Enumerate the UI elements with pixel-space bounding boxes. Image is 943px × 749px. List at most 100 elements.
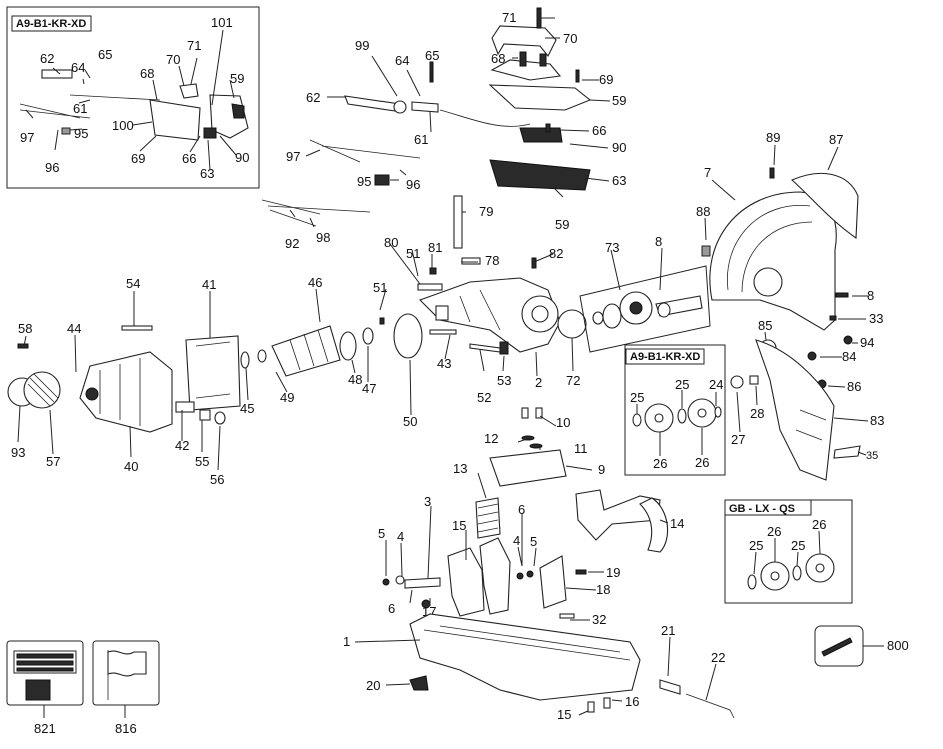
callout-1: 1 xyxy=(343,634,350,649)
handle-callouts: 99 64 65 62 61 71 70 68 69 59 66 90 63 5… xyxy=(285,10,626,251)
callout-22: 22 xyxy=(711,650,725,665)
spindle-shaft xyxy=(344,95,403,113)
callout-82: 82 xyxy=(549,246,563,261)
lower-blade-guard xyxy=(709,191,837,331)
callout-14: 14 xyxy=(670,516,684,531)
callout-96: 96 xyxy=(45,160,59,175)
callout-89: 89 xyxy=(766,130,780,145)
callout-81: 81 xyxy=(428,240,442,255)
callout-45: 45 xyxy=(240,401,254,416)
callout-9: 9 xyxy=(598,462,605,477)
callout-25: 25 xyxy=(675,377,689,392)
callout-51: 51 xyxy=(373,280,387,295)
callout-11: 11 xyxy=(574,441,588,456)
callout-816: 816 xyxy=(115,721,137,736)
callout-80: 80 xyxy=(384,235,398,250)
spring xyxy=(475,497,501,539)
callout-51: 51 xyxy=(406,246,420,261)
callout-800: 800 xyxy=(887,638,909,653)
fixed-guard xyxy=(790,172,859,240)
handle-half-lower xyxy=(489,159,591,191)
inset-box-top-left: A9-B1-KR-XD 101 62 65 64 71 70 68 59 61 … xyxy=(6,6,260,189)
callout-40: 40 xyxy=(124,459,138,474)
callout-7: 7 xyxy=(704,165,711,180)
callout-42: 42 xyxy=(175,438,189,453)
inset-title-mid-right: A9-B1-KR-XD xyxy=(630,351,700,363)
callout-78: 78 xyxy=(485,253,499,268)
callout-100: 100 xyxy=(112,118,134,133)
inset-lower-callouts: 25 26 25 26 xyxy=(749,517,826,553)
pivot-shaft xyxy=(404,577,441,589)
callout-83: 83 xyxy=(870,413,884,428)
callout-56: 56 xyxy=(210,472,224,487)
callout-61: 61 xyxy=(414,132,428,147)
callout-62: 62 xyxy=(306,90,320,105)
callout-59: 59 xyxy=(612,93,626,108)
gear-case-assembly: 80 51 81 78 82 73 51 43 52 53 2 72 xyxy=(373,235,711,405)
callout-95: 95 xyxy=(357,174,371,189)
callout-25: 25 xyxy=(791,538,805,553)
inset-title-top-left: A9-B1-KR-XD xyxy=(16,18,86,30)
flag-label-icon: 816 xyxy=(92,640,160,736)
spacer-block xyxy=(539,555,567,609)
callout-8: 8 xyxy=(867,288,874,303)
callout-33: 33 xyxy=(869,311,883,326)
callout-88: 88 xyxy=(696,204,710,219)
callout-57: 57 xyxy=(46,454,60,469)
callout-15: 15 xyxy=(452,518,466,533)
callout-27: 27 xyxy=(731,432,745,447)
callout-72: 72 xyxy=(566,373,580,388)
callout-70: 70 xyxy=(166,52,180,67)
callout-13: 13 xyxy=(453,461,467,476)
callout-25: 25 xyxy=(749,538,763,553)
callout-26: 26 xyxy=(695,455,709,470)
gear-case xyxy=(418,277,561,353)
callout-41: 41 xyxy=(202,277,216,292)
callout-68: 68 xyxy=(491,51,505,66)
callout-99: 99 xyxy=(355,38,369,53)
inset-title-lower-right: GB - LX - QS xyxy=(729,503,795,515)
callout-6: 6 xyxy=(388,601,395,616)
callout-4: 4 xyxy=(513,533,520,548)
callout-47: 47 xyxy=(362,381,376,396)
callout-16: 16 xyxy=(625,694,639,709)
armature xyxy=(271,325,341,377)
callout-101: 101 xyxy=(211,15,233,30)
callout-84: 84 xyxy=(842,349,856,364)
callout-43: 43 xyxy=(437,356,451,371)
callout-4: 4 xyxy=(397,529,404,544)
callout-5: 5 xyxy=(530,534,537,549)
inset-switch-housing xyxy=(149,99,201,141)
callout-63: 63 xyxy=(612,173,626,188)
inset-spindle xyxy=(41,69,73,79)
inset-box-lower-right: GB - LX - QS 25 26 25 26 xyxy=(724,499,853,604)
callout-63: 63 xyxy=(200,166,214,181)
callout-44: 44 xyxy=(67,321,81,336)
callout-20: 20 xyxy=(366,678,380,693)
callout-21: 21 xyxy=(661,623,675,638)
callout-70: 70 xyxy=(563,31,577,46)
callout-65: 65 xyxy=(425,48,439,63)
callout-59: 59 xyxy=(230,71,244,86)
callout-8: 8 xyxy=(655,234,662,249)
callout-71: 71 xyxy=(502,10,516,25)
fence-vise-assembly: 10 12 11 9 13 14 3 5 4 15 6 4 5 6 17 19 … xyxy=(378,407,684,627)
handle-top xyxy=(491,25,557,58)
inset-box-mid-right: A9-B1-KR-XD 25 25 24 26 26 xyxy=(624,344,726,476)
callout-85: 85 xyxy=(758,318,772,333)
callout-55: 55 xyxy=(195,454,209,469)
callout-52: 52 xyxy=(477,390,491,405)
callout-69: 69 xyxy=(599,72,613,87)
callout-97: 97 xyxy=(20,130,34,145)
callout-59: 59 xyxy=(555,217,569,232)
guard-cover xyxy=(755,339,835,481)
callout-18: 18 xyxy=(596,582,610,597)
callout-69: 69 xyxy=(131,151,145,166)
callout-68: 68 xyxy=(140,66,154,81)
fence-left xyxy=(447,547,485,617)
callout-98: 98 xyxy=(316,230,330,245)
handle-half-upper xyxy=(488,84,592,111)
motor-assembly: 54 41 46 58 44 93 57 40 42 55 56 45 49 4… xyxy=(7,275,423,487)
callout-6: 6 xyxy=(518,502,525,517)
